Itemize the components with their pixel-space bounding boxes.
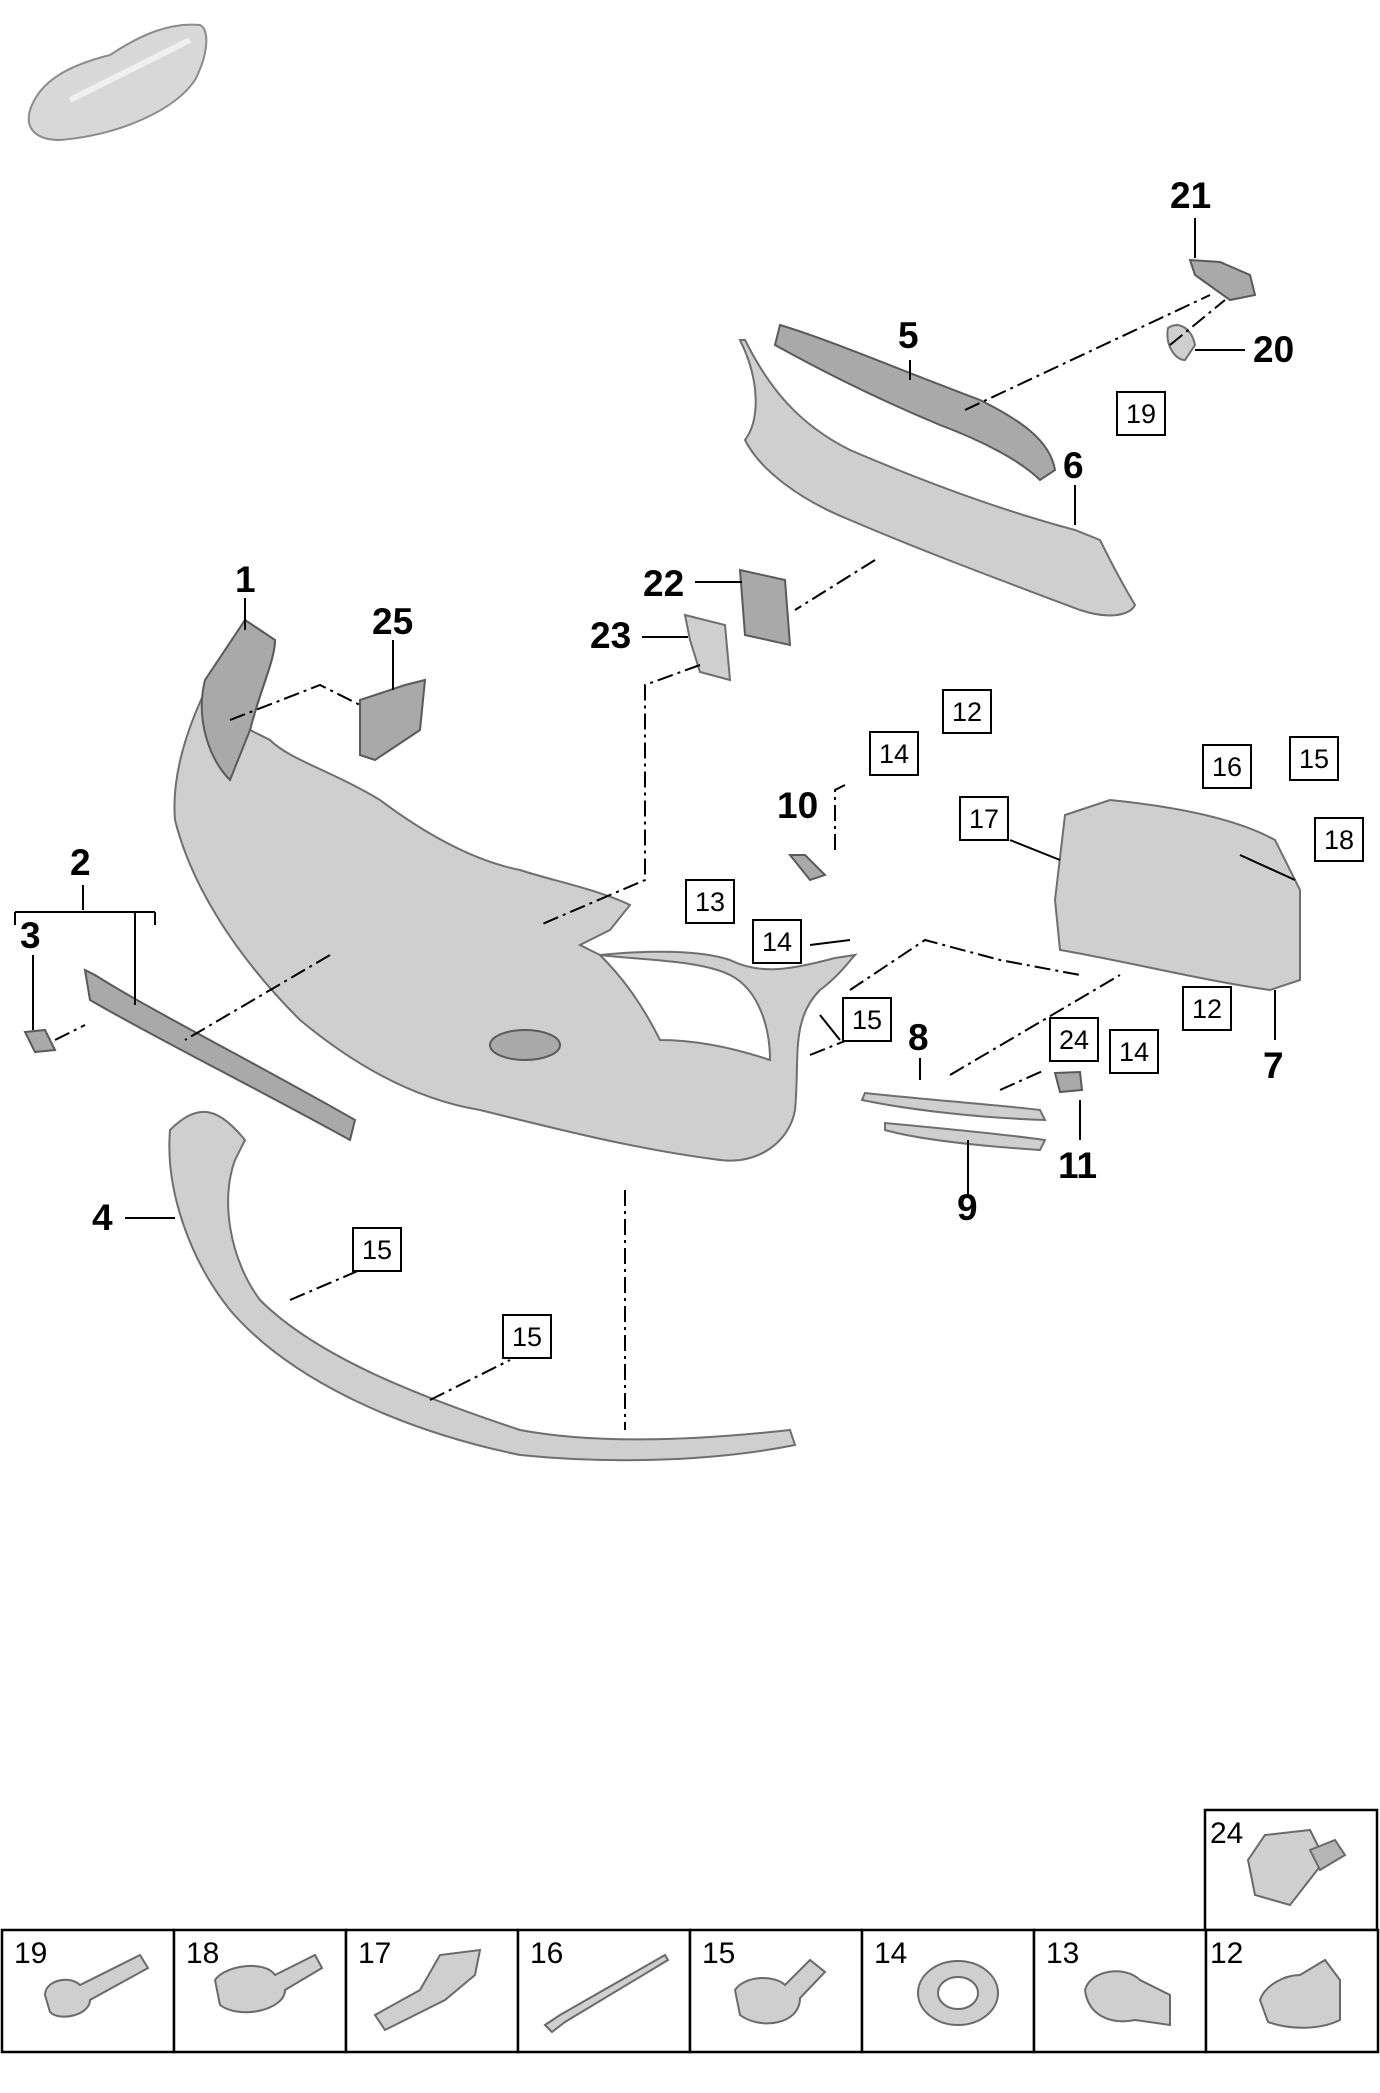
ref-box-24: 24 [1049,1017,1099,1062]
callout-6: 6 [1063,445,1084,486]
car-overview-icon [27,23,208,142]
callout-9: 9 [957,1187,978,1228]
ref-box-16: 16 [1202,744,1252,789]
leader-lines [14,218,1296,1219]
svg-text:12: 12 [952,697,982,727]
svg-text:16: 16 [1212,752,1242,782]
bracket-20 [1166,324,1197,362]
svg-text:15: 15 [852,1005,882,1035]
ref-box-15b: 15 [1289,736,1339,781]
ref-box-12b: 12 [1182,986,1232,1031]
ref-box-17: 17 [959,796,1009,841]
svg-text:15: 15 [512,1322,542,1352]
ref-box-18: 18 [1314,817,1364,862]
svg-text:18: 18 [186,1937,219,1970]
hardware-legend-row: 19 18 17 16 15 14 [0,1928,1380,2054]
ref-box-13: 13 [685,879,735,924]
svg-text:18: 18 [1324,825,1354,855]
vent-trim-upper [860,1091,1047,1122]
callout-10: 10 [777,785,818,826]
lower-trim-strip [83,968,357,1142]
bracket-11 [1053,1070,1084,1094]
bracket-25 [359,678,427,762]
callout-21: 21 [1170,175,1211,216]
vent-trim-lower [884,1121,1047,1152]
ref-box-14c: 14 [1109,1029,1159,1074]
boxed-refs: 12 14 13 14 15 16 15 17 18 12 24 14 19 1… [352,391,1364,1359]
bracket-10 [787,854,827,882]
bracket-21 [1188,258,1257,302]
svg-text:19: 19 [1126,399,1156,429]
svg-text:24: 24 [1210,1817,1243,1850]
ref-box-12a: 12 [942,689,992,734]
ref-box-19: 19 [1116,391,1166,436]
callout-1: 1 [235,559,256,600]
svg-text:14: 14 [874,1937,907,1970]
ref-box-14a: 14 [869,731,919,776]
callout-20: 20 [1253,329,1294,370]
radiator-frame [1053,798,1301,992]
svg-text:24: 24 [1059,1025,1089,1055]
svg-text:16: 16 [530,1937,563,1970]
callout-2: 2 [70,842,91,883]
hardware-cell-13: 13 [1032,1928,1208,2054]
svg-text:13: 13 [1046,1937,1079,1970]
callout-25: 25 [372,601,413,642]
svg-text:15: 15 [362,1235,392,1265]
svg-text:14: 14 [1119,1037,1149,1067]
callout-11: 11 [1058,1145,1097,1186]
svg-text:17: 17 [969,804,999,834]
hardware-cell-15: 15 [688,1928,864,2054]
hardware-cell-17: 17 [344,1928,520,2054]
svg-text:14: 14 [879,739,909,769]
hardware-cell-14: 14 [860,1928,1036,2054]
svg-text:12: 12 [1210,1937,1243,1970]
svg-text:15: 15 [702,1937,735,1970]
hardware-cell-16: 16 [516,1928,692,2054]
hardware-cell-18: 18 [172,1928,348,2054]
callout-8: 8 [908,1017,929,1058]
front-spoiler [168,1111,797,1462]
bracket-22 [738,568,792,647]
svg-text:13: 13 [695,887,725,917]
svg-text:17: 17 [358,1937,391,1970]
ref-box-15a: 15 [842,997,892,1042]
clip-part [23,1028,57,1054]
assembly-lines [54,294,1226,1430]
callout-labels: 1 2 3 4 5 6 7 8 9 10 11 20 21 22 23 25 [20,175,1294,1238]
ref-box-14b: 14 [752,919,802,964]
ref-box-15d: 15 [502,1314,552,1359]
callout-23: 23 [590,615,631,656]
svg-text:15: 15 [1299,744,1329,774]
hardware-cell-24: 24 [1203,1808,1379,1932]
bracket-23 [683,613,732,682]
callout-5: 5 [898,315,919,356]
svg-text:14: 14 [762,927,792,957]
callout-3: 3 [20,915,41,956]
svg-text:12: 12 [1192,994,1222,1024]
callout-4: 4 [92,1197,113,1238]
hardware-cell-19: 19 [0,1928,176,2054]
ref-box-15c: 15 [352,1227,402,1272]
upper-grille [738,339,1137,617]
bumper-cover [173,618,858,1162]
hardware-cell-12: 12 [1204,1928,1380,2054]
grille-trim [773,323,1057,482]
svg-text:19: 19 [14,1937,47,1970]
callout-7: 7 [1263,1045,1284,1086]
callout-22: 22 [643,563,684,604]
